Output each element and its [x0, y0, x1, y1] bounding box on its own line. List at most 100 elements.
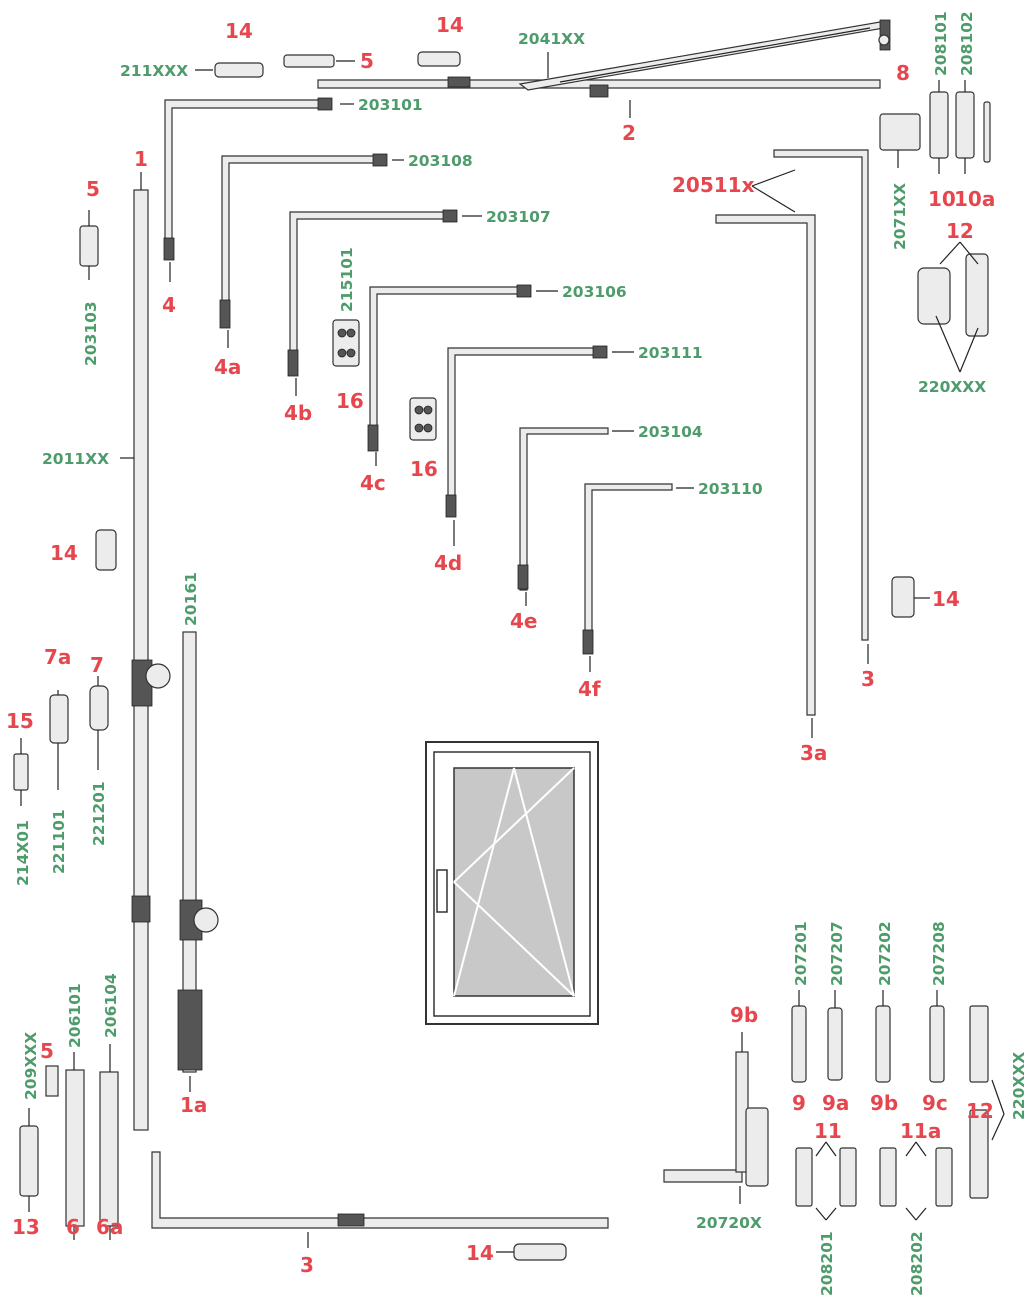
gear-3-right — [773, 149, 869, 641]
code-208202: 208202 — [908, 1231, 926, 1296]
code-208102: 208102 — [958, 11, 976, 76]
corner-drive-4f — [582, 483, 673, 655]
hinge-10a — [955, 91, 975, 159]
code-215101: 215101 — [338, 247, 356, 312]
code-208201: 208201 — [818, 1231, 836, 1296]
label-7a: 7a — [44, 645, 71, 669]
code-203107: 203107 — [486, 208, 551, 226]
label-10: 10 — [928, 187, 956, 211]
label-11: 11 — [814, 1119, 842, 1143]
label-6: 6 — [66, 1215, 80, 1239]
hinge-11-a — [795, 1147, 813, 1207]
label-4c: 4c — [360, 471, 386, 495]
label-8: 8 — [896, 61, 910, 85]
keeper-5-bottom — [45, 1065, 59, 1097]
corner-drive-4b — [287, 209, 458, 377]
label-1: 1 — [134, 147, 148, 171]
striker-14-right — [891, 576, 915, 618]
label-4d: 4d — [434, 551, 462, 575]
label-6a: 6a — [96, 1215, 123, 1239]
label-12-bottom: 12 — [966, 1099, 994, 1123]
label-9b-left: 9b — [730, 1003, 758, 1027]
label-4e: 4e — [510, 609, 537, 633]
label-16-b: 16 — [410, 457, 438, 481]
code-203104: 203104 — [638, 423, 703, 441]
keeper-7 — [89, 685, 109, 731]
label-13: 13 — [12, 1215, 40, 1239]
label-15: 15 — [6, 709, 34, 733]
gear-1a — [182, 631, 197, 1073]
label-4b: 4b — [284, 401, 312, 425]
hinge-11a-b — [935, 1147, 953, 1207]
code-206104: 206104 — [102, 973, 120, 1038]
label-9b: 9b — [870, 1091, 898, 1115]
code-2011xx: 2011XX — [42, 450, 109, 468]
code-2071xx: 2071XX — [891, 183, 909, 250]
code-207208: 207208 — [930, 921, 948, 986]
hinge-9 — [791, 1005, 807, 1083]
striker-14-bottom — [513, 1243, 567, 1261]
keeper-7a — [49, 694, 69, 744]
keeper-5-left — [79, 225, 99, 267]
striker-14-top-mid — [417, 51, 461, 67]
cover-12-bottom-a — [969, 1005, 989, 1083]
striker-14-top-left — [214, 62, 264, 78]
hinge-20720x-plate — [663, 1169, 743, 1183]
part-15 — [13, 753, 29, 791]
label-5-top: 5 — [360, 49, 374, 73]
code-207207: 207207 — [828, 921, 846, 986]
gear-3a — [715, 214, 816, 716]
label-2: 2 — [622, 121, 636, 145]
code-203110: 203110 — [698, 480, 763, 498]
label-3a: 3a — [800, 741, 827, 765]
label-3-right: 3 — [861, 667, 875, 691]
code-208101: 208101 — [932, 11, 950, 76]
code-203108: 203108 — [408, 152, 473, 170]
cover-12-bottom-b — [969, 1109, 989, 1199]
code-203106: 203106 — [562, 283, 627, 301]
corner-drive-4e — [517, 427, 609, 591]
hinge-11-b — [839, 1147, 857, 1207]
code-20161: 20161 — [182, 572, 200, 626]
label-10a: 10a — [954, 187, 995, 211]
label-1a: 1a — [180, 1093, 207, 1117]
label-14-left: 14 — [50, 541, 78, 565]
hinge-9c — [929, 1005, 945, 1083]
corner-drive-4 — [163, 97, 333, 261]
keeper-5-top — [283, 54, 335, 68]
corner-drive-4a — [219, 153, 388, 329]
hinge-10 — [929, 91, 949, 159]
label-4: 4 — [162, 293, 176, 317]
striker-14-left — [95, 529, 117, 571]
code-2041xx: 2041XX — [518, 30, 585, 48]
label-16-a: 16 — [336, 389, 364, 413]
corner-drive-4c — [367, 284, 532, 452]
label-5-bottom: 5 — [40, 1039, 54, 1063]
cover-12-top-b — [965, 253, 989, 337]
code-221201: 221201 — [90, 781, 108, 846]
part-16-b — [409, 397, 437, 441]
hinge-9a — [827, 1007, 843, 1081]
code-207201: 207201 — [792, 921, 810, 986]
label-7: 7 — [90, 653, 104, 677]
label-14-bottom: 14 — [466, 1241, 494, 1265]
label-5-left: 5 — [86, 177, 100, 201]
code-214x01: 214X01 — [14, 820, 32, 886]
cover-12-top-a — [917, 267, 951, 325]
hinge-11a-a — [879, 1147, 897, 1207]
label-9c: 9c — [922, 1091, 948, 1115]
label-4a: 4a — [214, 355, 241, 379]
label-20511x: 20511x — [672, 173, 755, 197]
code-203101: 203101 — [358, 96, 423, 114]
label-4f: 4f — [578, 677, 601, 701]
part-6 — [65, 1069, 85, 1227]
code-203103: 203103 — [82, 301, 100, 366]
label-14-right: 14 — [932, 587, 960, 611]
code-211xxx: 211XXX — [120, 62, 188, 80]
code-207202: 207202 — [876, 921, 894, 986]
window-illustration — [425, 741, 599, 1025]
part-16-a — [332, 319, 360, 367]
code-220xxx-top: 220XXX — [918, 378, 986, 396]
label-3-bottom: 3 — [300, 1253, 314, 1277]
